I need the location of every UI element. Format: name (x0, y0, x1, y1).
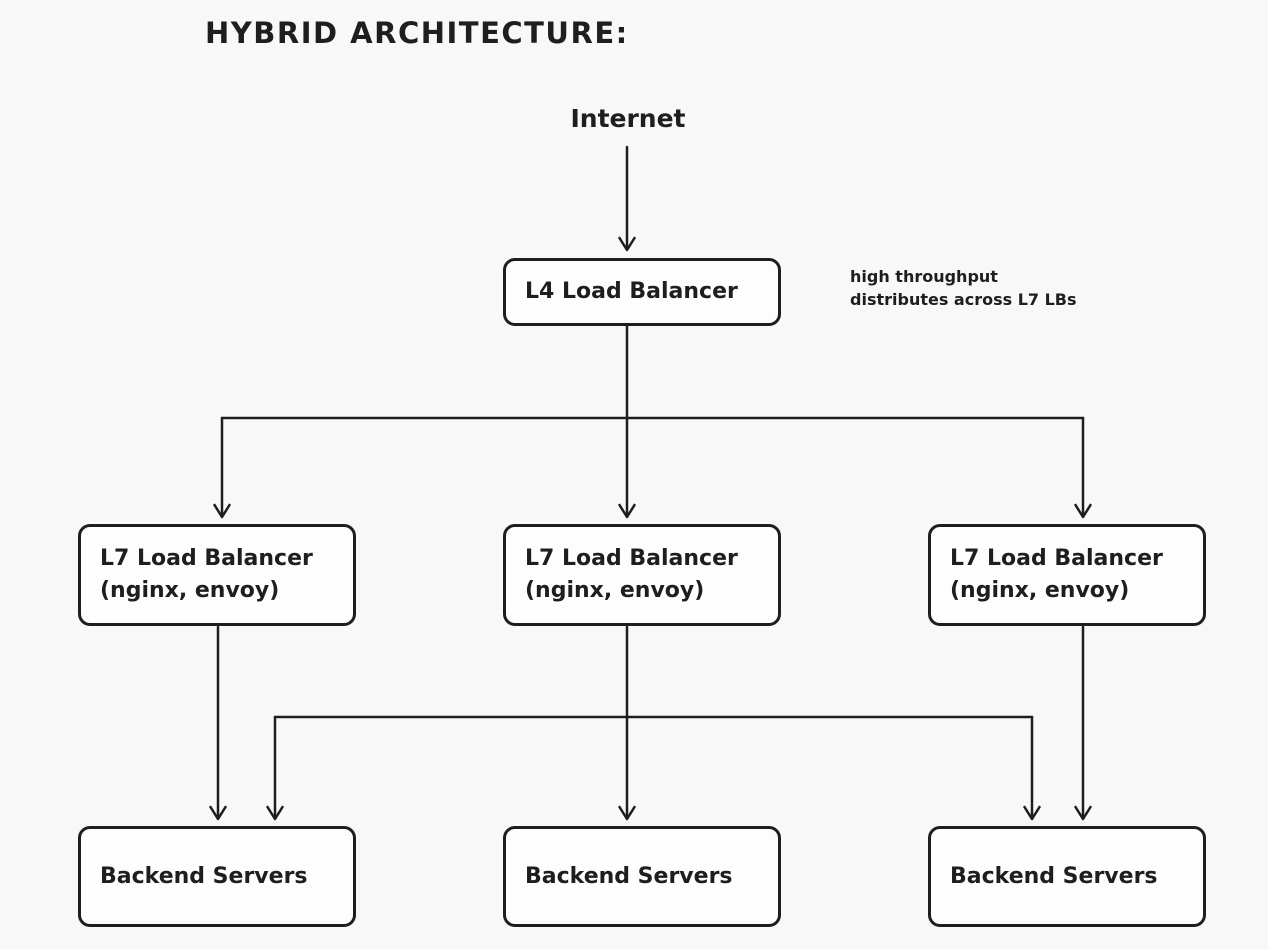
node-l7-load-balancer-right: L7 Load Balancer (nginx, envoy) (928, 524, 1206, 626)
diagram-title: HYBRID ARCHITECTURE: (205, 16, 629, 50)
l4-annotation-line2: distributes across L7 LBs (850, 290, 1077, 309)
l4-annotation-line1: high throughput (850, 267, 998, 286)
node-l7-right-label-line1: L7 Load Balancer (950, 546, 1163, 571)
node-l7-left-label-line1: L7 Load Balancer (100, 546, 313, 571)
node-l7-middle-label-line2: (nginx, envoy) (525, 578, 705, 603)
node-backend-servers-right: Backend Servers (928, 826, 1206, 927)
node-backend-left-label: Backend Servers (100, 863, 308, 889)
node-l7-load-balancer-middle: L7 Load Balancer (nginx, envoy) (503, 524, 781, 626)
internet-label: Internet (570, 104, 686, 133)
node-l7-load-balancer-left: L7 Load Balancer (nginx, envoy) (78, 524, 356, 626)
l4-annotation: high throughput distributes across L7 LB… (850, 265, 1077, 311)
node-backend-middle-label: Backend Servers (525, 863, 733, 889)
node-l4-load-balancer: L4 Load Balancer (503, 258, 781, 326)
node-l7-left-label-line2: (nginx, envoy) (100, 578, 280, 603)
node-l4-label: L4 Load Balancer (525, 279, 738, 304)
node-l7-right-label-line2: (nginx, envoy) (950, 578, 1130, 603)
node-l7-middle-label-line1: L7 Load Balancer (525, 546, 738, 571)
node-backend-servers-middle: Backend Servers (503, 826, 781, 927)
node-backend-right-label: Backend Servers (950, 863, 1158, 889)
node-backend-servers-left: Backend Servers (78, 826, 356, 927)
